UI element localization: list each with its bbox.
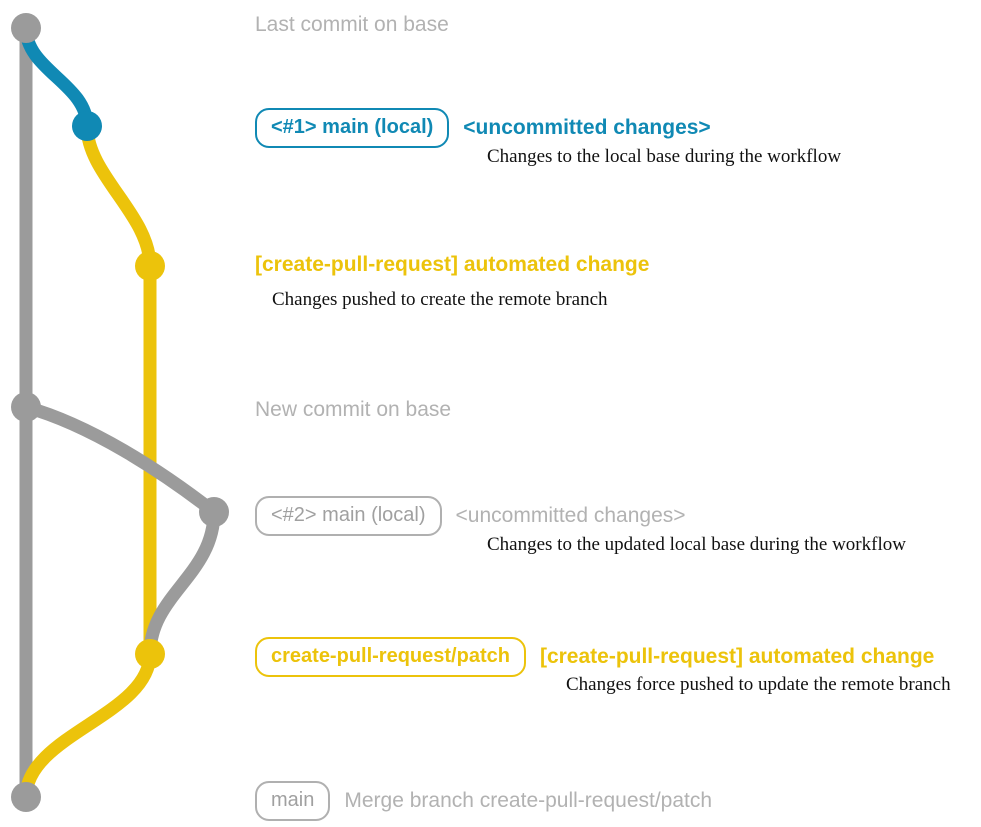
description-automated-change-1: Changes pushed to create the remote bran… (272, 289, 608, 310)
description-automated-change-2: Changes force pushed to update the remot… (566, 674, 951, 695)
row-automated-change-1: [create-pull-request] automated change (255, 253, 649, 277)
branch-line-remote-upper (80, 119, 157, 273)
commit-node-merge-commit[interactable] (11, 782, 41, 812)
commit-node-local-change-2[interactable] (199, 497, 229, 527)
branch-line-merge (19, 647, 157, 804)
git-graph (11, 13, 229, 812)
branch-line-local-2-end (143, 505, 221, 661)
description-local-change-1: Changes to the local base during the wor… (487, 146, 842, 167)
label-last-commit-on-base: Last commit on base (255, 13, 449, 36)
row-automated-change-2: create-pull-request/patch [create-pull-r… (255, 637, 934, 677)
headline-automated-change-1: [create-pull-request] automated change (255, 253, 650, 276)
row-merge-commit: main Merge branch create-pull-request/pa… (255, 781, 712, 821)
label-new-commit-on-base: New commit on base (255, 398, 452, 421)
branch-line-local-1 (19, 21, 94, 133)
description-local-change-2: Changes to the updated local base during… (487, 534, 906, 555)
headline-local-change-2: <uncommitted changes> (455, 504, 686, 527)
branch-line-local-2-start (19, 400, 221, 519)
row-local-change-2: <#2> main (local) <uncommitted changes> (255, 496, 686, 536)
branch-pill-main-local-2[interactable]: <#2> main (local) (255, 496, 442, 536)
branch-pill-main[interactable]: main (255, 781, 331, 821)
headline-automated-change-2: [create-pull-request] automated change (539, 645, 935, 668)
commit-node-local-change-1[interactable] (72, 111, 102, 141)
commit-node-automated-change-2[interactable] (135, 639, 165, 669)
headline-merge-commit: Merge branch create-pull-request/patch (344, 789, 713, 812)
headline-local-change-1: <uncommitted changes> (463, 116, 711, 139)
commit-node-new-commit-on-base[interactable] (11, 392, 41, 422)
row-local-change-1: <#1> main (local) <uncommitted changes> (255, 108, 711, 148)
annotation-column: Last commit on base <#1> main (local) <u… (255, 0, 981, 827)
commit-node-last-commit-on-base[interactable] (11, 13, 41, 43)
branch-pill-create-pull-request-patch[interactable]: create-pull-request/patch (255, 637, 526, 677)
commit-node-automated-change-1[interactable] (135, 251, 165, 281)
branch-pill-main-local-1[interactable]: <#1> main (local) (255, 108, 450, 148)
